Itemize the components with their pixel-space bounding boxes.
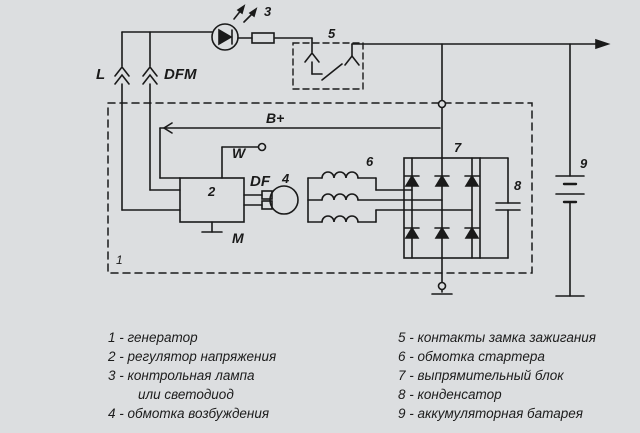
legend-left-column: 1 - генератор 2 - регулятор напряжения 3 -… [108,328,276,423]
label-l: L [96,66,105,83]
legend-item: 4 - обмотка возбуждения [108,406,270,421]
b-plus-terminal [437,99,447,109]
label-n4: 4 [281,171,290,186]
generator-boundary [107,102,533,274]
ignition-switch-box [292,42,364,90]
battery [555,43,585,297]
field-winding [243,185,299,215]
legend-item: 7 - выпрямительный блок [398,368,564,383]
legend-item: 2 - регулятор напряжения [108,349,277,364]
label-n5: 5 [328,26,336,41]
stator-windings [307,171,473,223]
label-n3: 3 [264,4,272,19]
label-m: M [232,230,244,246]
label-w: W [232,145,247,161]
generator-schematic: L DFM B+ W DF M 1 2 3 4 5 6 7 8 9 [96,4,611,297]
ground-terminal [437,281,447,291]
connector-dfm [142,65,158,85]
b-plus-arrow [162,122,173,134]
label-n7: 7 [454,140,462,155]
label-dfm: DFM [164,66,197,83]
output-arrow [595,38,611,50]
rectifier-block [403,157,481,259]
label-b-plus: B+ [266,110,284,126]
switch-contacts [304,51,360,81]
label-n6: 6 [366,154,374,169]
label-df: DF [250,173,271,190]
label-n9: 9 [580,156,588,171]
resistor [251,32,275,44]
connector-l [114,65,130,85]
legend-item: 1 - генератор [108,330,198,345]
legend-item: 3 - контрольная лампа [108,368,255,383]
w-terminal [257,142,267,152]
indicator-lamp [211,4,258,51]
legend-item: 8 - конденсатор [398,387,502,402]
legend-item: 5 - контакты замка зажигания [398,330,596,345]
label-n8: 8 [514,178,522,193]
legend-item: 6 - обмотка стартера [398,349,545,364]
label-n2: 2 [207,184,216,199]
legend-item: или светодиод [138,387,234,402]
legend-item: 9 - аккумуляторная батарея [398,406,583,421]
label-n1: 1 [116,253,123,267]
capacitor [479,157,521,259]
legend-right-column: 5 - контакты замка зажигания 6 - обмотка … [398,328,596,423]
